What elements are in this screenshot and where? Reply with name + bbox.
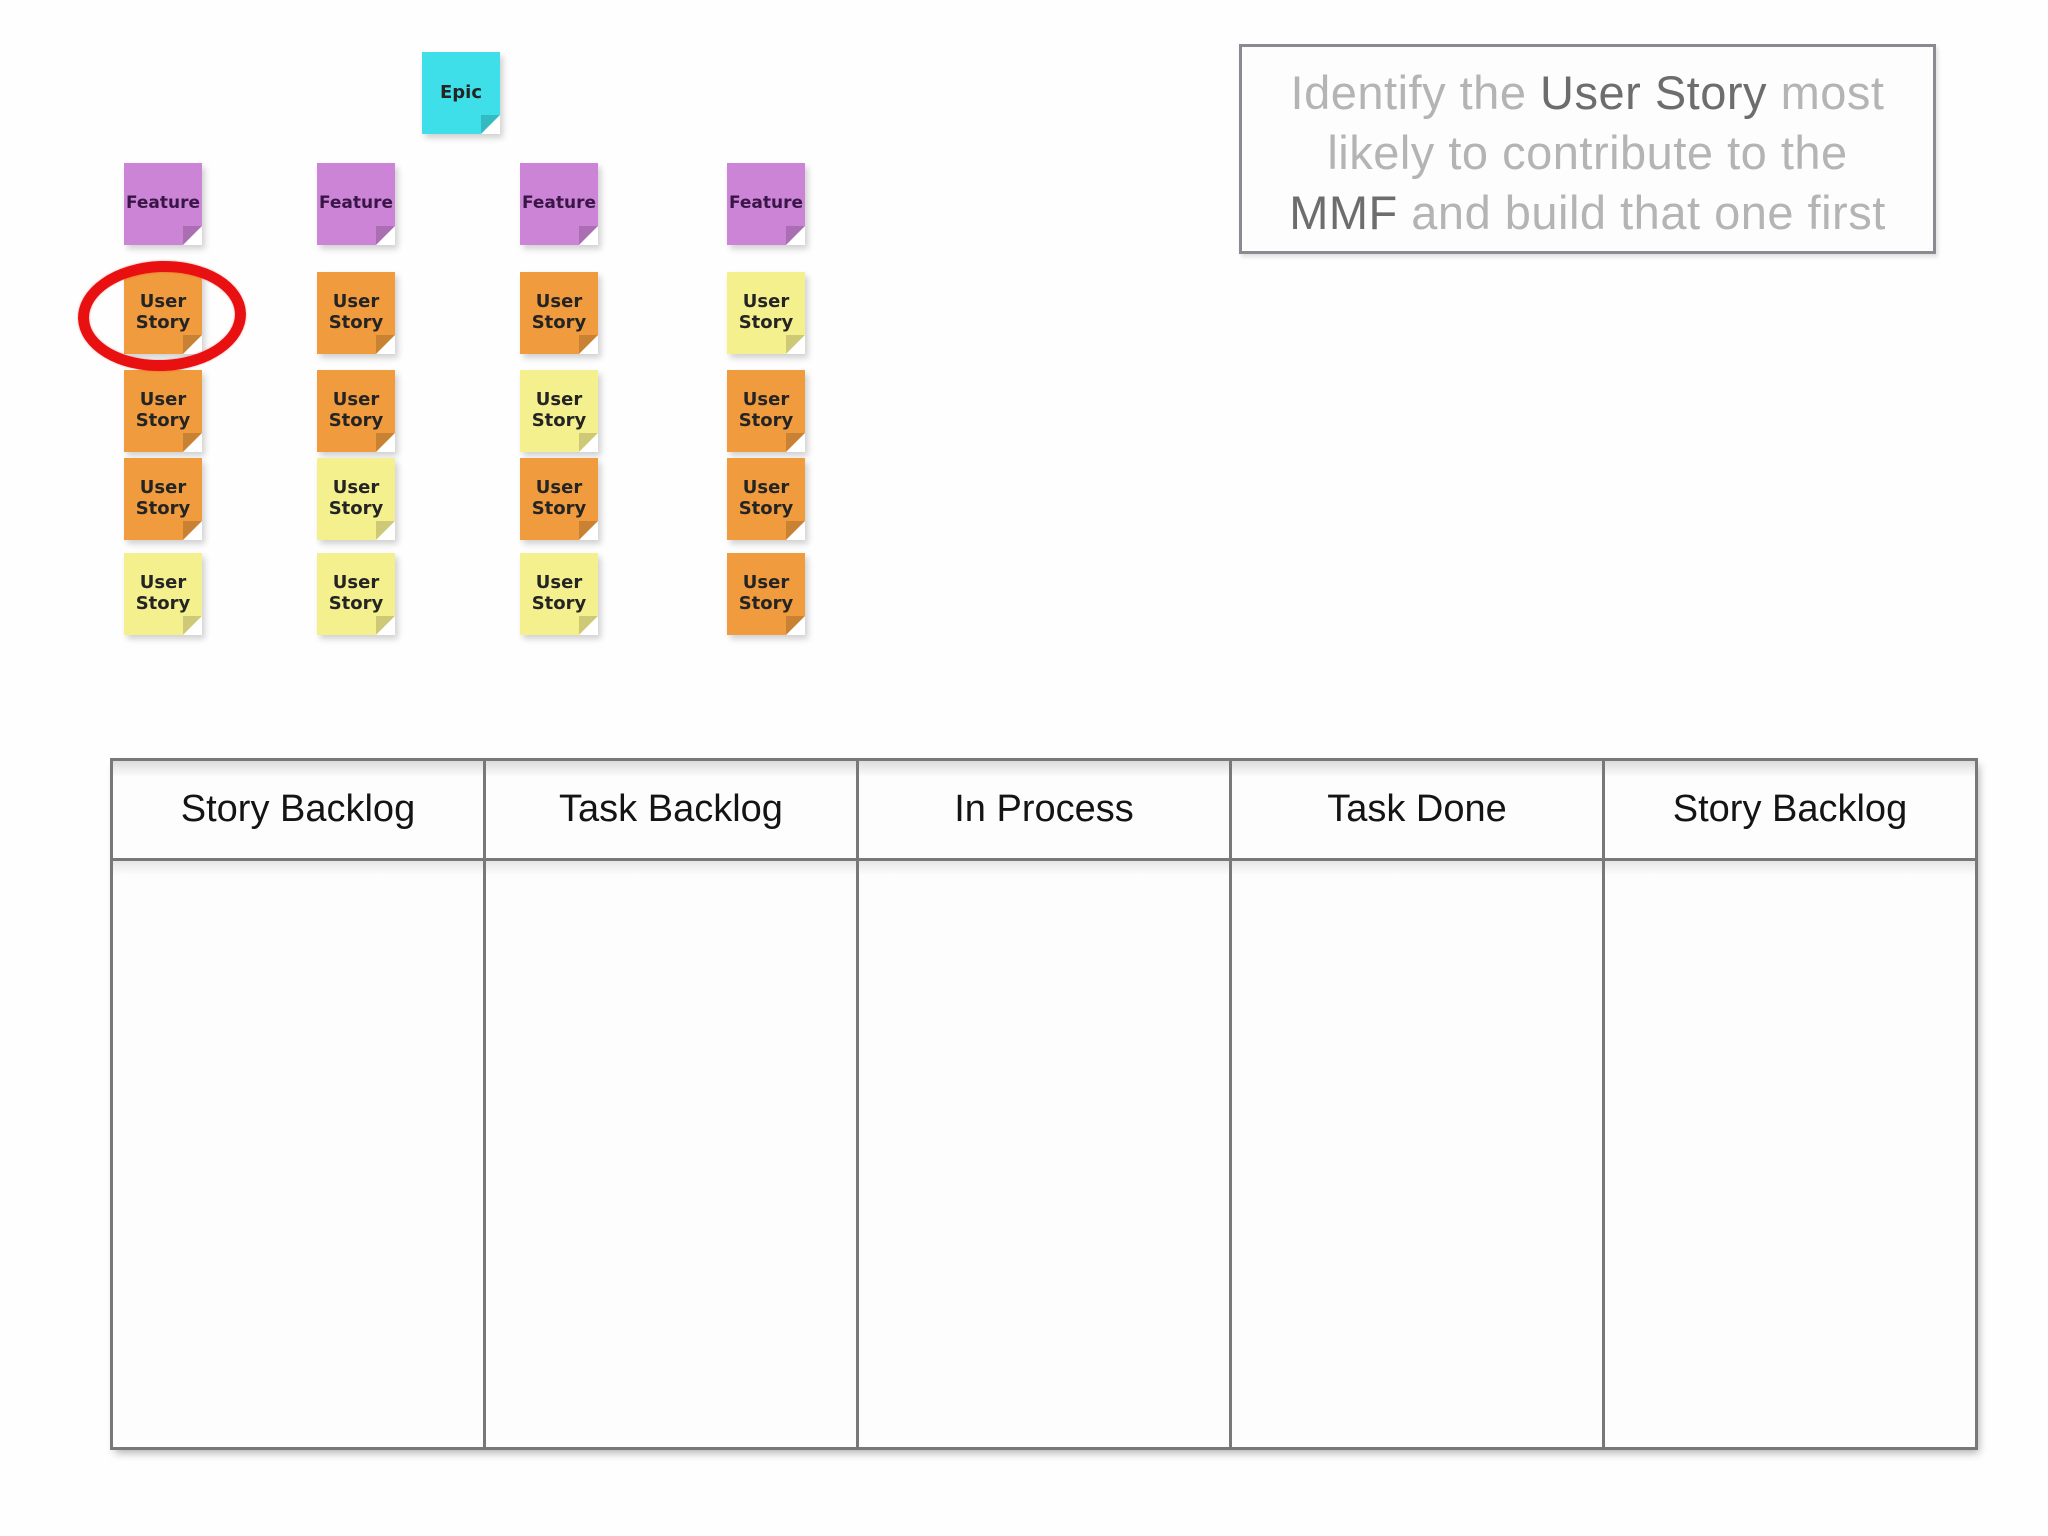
highlight-ellipse: [76, 258, 248, 374]
user-story-note: User Story: [124, 458, 202, 540]
user-story-note-label: User Story: [135, 477, 191, 519]
callout-emphasis-text: User Story: [1540, 66, 1768, 119]
callout-text-segment: most: [1767, 66, 1885, 119]
feature-note-label: Feature: [728, 193, 804, 214]
callout-text-segment: Identify the: [1290, 66, 1541, 119]
feature-note: Feature: [124, 163, 202, 245]
kanban-body-row: [113, 861, 1975, 1447]
feature-note: Feature: [317, 163, 395, 245]
callout-line: MMF and build that one first: [1242, 183, 1933, 243]
user-story-note-label: User Story: [738, 477, 794, 519]
user-story-note: User Story: [124, 553, 202, 635]
kanban-column-header: Story Backlog: [1672, 788, 1908, 830]
user-story-note: User Story: [727, 370, 805, 452]
feature-note-label: Feature: [318, 193, 394, 214]
feature-note: Feature: [727, 163, 805, 245]
user-story-note: User Story: [520, 458, 598, 540]
user-story-note-label: User Story: [531, 291, 587, 333]
kanban-column-header: In Process: [859, 761, 1232, 858]
user-story-note-label: User Story: [135, 572, 191, 614]
user-story-note: User Story: [317, 272, 395, 354]
kanban-column-body: [486, 861, 859, 1447]
callout-text-segment: likely to contribute to the: [1327, 126, 1848, 179]
user-story-note-label: User Story: [738, 291, 794, 333]
kanban-column-body: [1232, 861, 1605, 1447]
user-story-note: User Story: [520, 370, 598, 452]
user-story-note-label: User Story: [531, 477, 587, 519]
callout-line: Identify the User Story most: [1242, 63, 1933, 123]
user-story-note-label: User Story: [738, 389, 794, 431]
epic-note-label: Epic: [439, 81, 483, 103]
user-story-note: User Story: [124, 272, 202, 354]
user-story-note: User Story: [727, 553, 805, 635]
user-story-note-label: User Story: [328, 389, 384, 431]
user-story-note-label: User Story: [738, 572, 794, 614]
kanban-column-header: Story Backlog: [113, 761, 486, 858]
user-story-note: User Story: [124, 370, 202, 452]
user-story-note: User Story: [317, 458, 395, 540]
user-story-note-label: User Story: [328, 572, 384, 614]
user-story-note-label: User Story: [328, 477, 384, 519]
epic-note: Epic: [422, 52, 500, 134]
user-story-note-label: User Story: [135, 389, 191, 431]
user-story-note: User Story: [520, 553, 598, 635]
user-story-note-label: User Story: [135, 291, 191, 333]
user-story-note-label: User Story: [531, 572, 587, 614]
user-story-note-label: User Story: [531, 389, 587, 431]
callout-emphasis-text: MMF: [1289, 186, 1398, 239]
kanban-column-header: Task Done: [1232, 761, 1605, 858]
feature-note-label: Feature: [125, 193, 201, 214]
kanban-column-body: [1605, 861, 1975, 1447]
kanban-column-body: [859, 861, 1232, 1447]
callout-text-segment: and build that one first: [1397, 186, 1886, 239]
user-story-note: User Story: [520, 272, 598, 354]
user-story-note: User Story: [317, 553, 395, 635]
user-story-note: User Story: [727, 272, 805, 354]
user-story-note: User Story: [727, 458, 805, 540]
feature-note-label: Feature: [521, 193, 597, 214]
kanban-column-header: Task Backlog: [486, 761, 859, 858]
user-story-note-label: User Story: [328, 291, 384, 333]
kanban-column-body: [113, 861, 486, 1447]
user-story-note: User Story: [317, 370, 395, 452]
feature-note: Feature: [520, 163, 598, 245]
callout-line: likely to contribute to the: [1242, 123, 1933, 183]
